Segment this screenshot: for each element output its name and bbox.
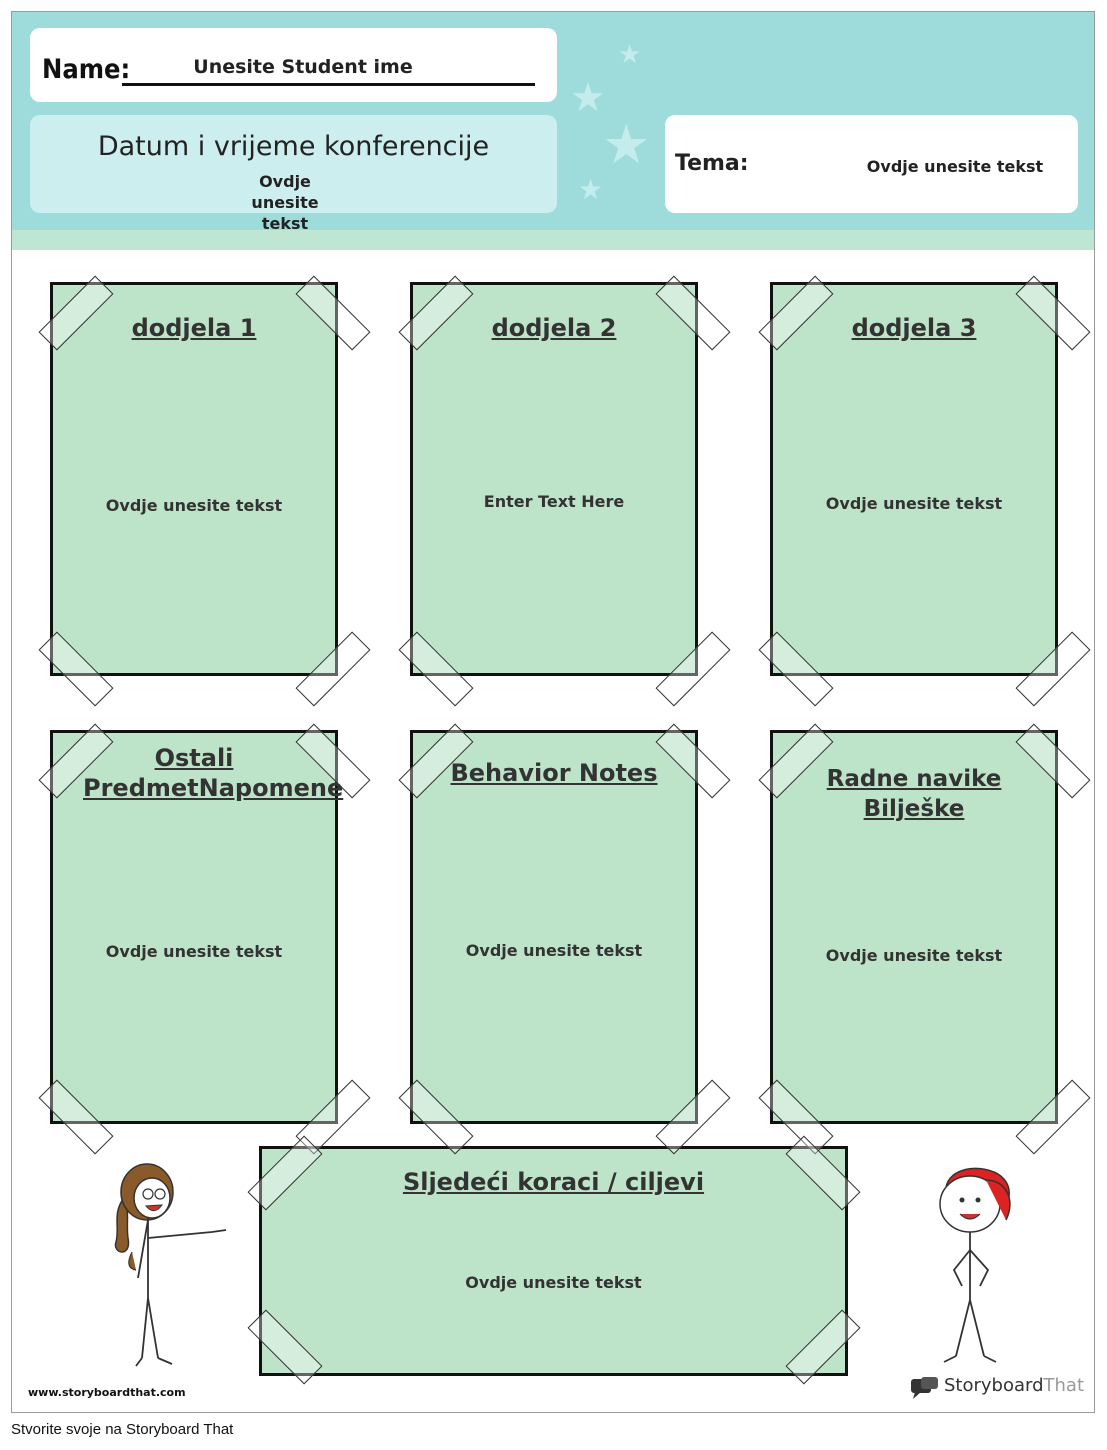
teacher-character-illustration <box>114 1163 227 1367</box>
card-text-field[interactable]: Ovdje unesite tekst <box>465 1273 642 1292</box>
card-behavior-notes: Behavior Notes Ovdje unesite tekst <box>410 730 698 1124</box>
star-icon: ★ <box>618 40 642 70</box>
name-label: Name: <box>42 54 131 85</box>
card-assignment-2: dodjela 2 Enter Text Here <box>410 282 698 676</box>
card-work-habits-notes: Radne navike Bilješke Ovdje unesite teks… <box>770 730 1058 1124</box>
card-text-field[interactable]: Ovdje unesite tekst <box>105 942 283 961</box>
student-name-box: Name: Unesite Student ime <box>30 28 557 102</box>
speech-bubble-icon <box>911 1377 938 1399</box>
conference-date-title: Datum i vrijeme konferencije <box>97 131 490 162</box>
topic-label: Tema: <box>675 151 749 176</box>
conference-date-field[interactable]: Ovdje unesite tekst <box>251 172 319 233</box>
worksheet-page: ★ ★ ★ ★ Name: Unesite Student ime Datum … <box>11 11 1095 1413</box>
card-title: dodjela 3 <box>851 314 977 342</box>
star-icon: ★ <box>602 113 651 176</box>
card-title: Sljedeći koraci / ciljevi <box>402 1168 705 1196</box>
card-text-field[interactable]: Ovdje unesite tekst <box>465 941 643 960</box>
card-text-field[interactable]: Ovdje unesite tekst <box>825 494 1003 513</box>
brand-name: StoryboardThat <box>944 1375 1084 1396</box>
card-title: Radne navike Bilješke <box>826 766 1002 822</box>
bottom-caption[interactable]: Stvorite svoje na Storyboard That <box>11 1421 234 1438</box>
footer-url[interactable]: www.storyboardthat.com <box>28 1386 186 1399</box>
card-title: Behavior Notes <box>450 759 658 787</box>
card-assignment-3: dodjela 3 Ovdje unesite tekst <box>770 282 1058 676</box>
student-character-illustration <box>939 1167 1011 1363</box>
card-assignment-1: dodjela 1 Ovdje unesite tekst <box>50 282 338 676</box>
card-next-steps: Sljedeći koraci / ciljevi Ovdje unesite … <box>259 1146 848 1376</box>
topic-field[interactable]: Ovdje unesite tekst <box>866 157 1044 176</box>
conference-date-box: Datum i vrijeme konferencije Ovdje unesi… <box>30 115 557 233</box>
topic-box: Tema: Ovdje unesite tekst <box>665 115 1078 213</box>
card-other-subject-notes: Ostali PredmetNapomene Ovdje unesite tek… <box>50 730 344 1124</box>
brand-name-part: Storyboard <box>944 1375 1044 1396</box>
card-text-field[interactable]: Enter Text Here <box>483 492 625 511</box>
star-icon: ★ <box>578 173 604 206</box>
star-icon: ★ <box>570 75 606 121</box>
card-title: Ostali PredmetNapomene <box>83 744 344 802</box>
name-underline <box>122 83 535 86</box>
card-title: dodjela 2 <box>491 314 617 342</box>
header-band: ★ ★ ★ ★ Name: Unesite Student ime Datum … <box>12 12 1094 250</box>
card-text-field[interactable]: Ovdje unesite tekst <box>105 496 283 515</box>
brand-name-part: That <box>1043 1375 1085 1396</box>
student-name-field[interactable]: Unesite Student ime <box>193 56 413 78</box>
card-title: dodjela 1 <box>131 314 257 342</box>
header-stripe <box>12 230 1094 250</box>
card-text-field[interactable]: Ovdje unesite tekst <box>825 946 1003 965</box>
